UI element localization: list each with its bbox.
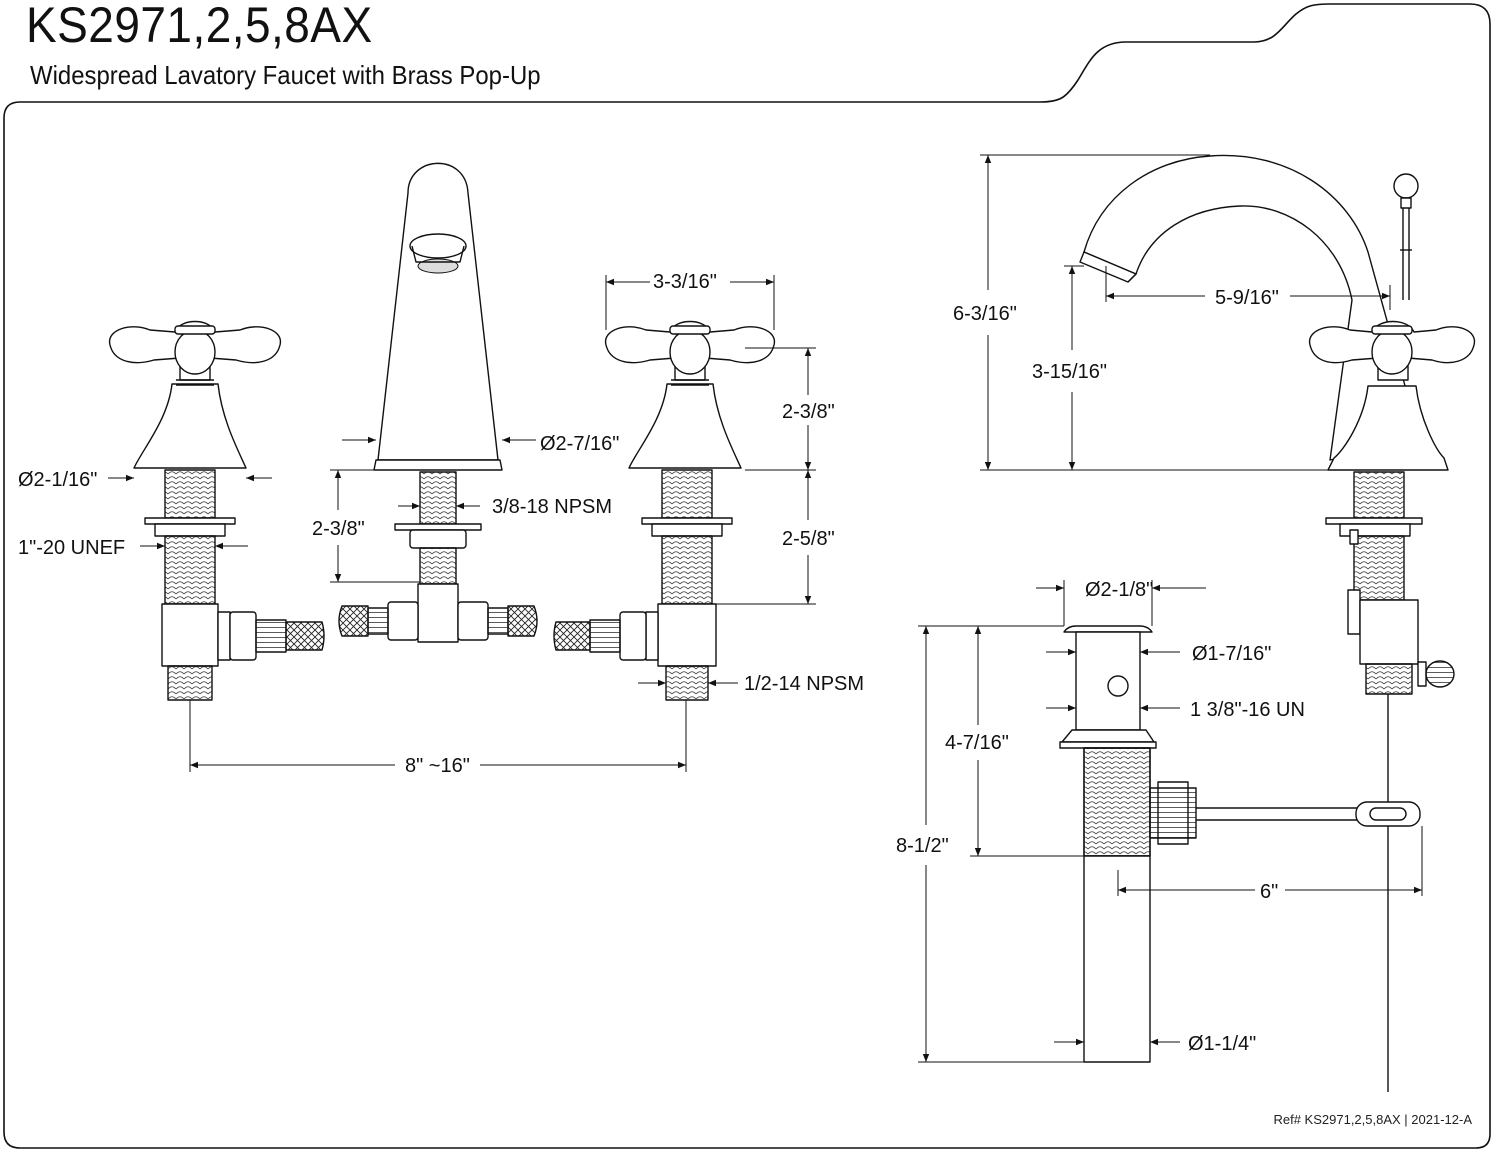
dim-flange-dia: Ø2-1/8" bbox=[1085, 579, 1153, 601]
dim-spout-clearance: 3-15/16" bbox=[1032, 361, 1107, 383]
left-shank-lower bbox=[164, 535, 216, 605]
sheet-border bbox=[3, 3, 1491, 1149]
left-nut bbox=[144, 517, 236, 525]
lift-rod bbox=[1393, 173, 1419, 300]
dim-spout-reach: 5-9/16" bbox=[1215, 287, 1279, 309]
dim-shank-length: 2-5/8" bbox=[782, 528, 835, 550]
left-cross-handle bbox=[109, 320, 281, 469]
left-shank-upper bbox=[164, 469, 216, 519]
dim-overall-height: 6-3/16" bbox=[953, 303, 1017, 325]
right-valve-body bbox=[657, 603, 717, 667]
dim-spread: 8" ~16" bbox=[405, 755, 470, 777]
dim-handle-height: 2-3/8" bbox=[782, 401, 835, 423]
dim-tail-dia: Ø1-1/4" bbox=[1188, 1033, 1256, 1055]
dim-drain-thread: 1 3/8"-16 UN bbox=[1190, 699, 1305, 721]
dim-handle-thread: 1"-20 UNEF bbox=[18, 537, 125, 559]
side-valve-body bbox=[1359, 599, 1419, 665]
dim-spout-shank-length: 2-3/8" bbox=[312, 518, 365, 540]
pop-up-drain bbox=[1059, 625, 1421, 1063]
spout-tee bbox=[417, 583, 459, 643]
reference-code: Ref# KS2971,2,5,8AX | 2021-12-A bbox=[1273, 1112, 1472, 1127]
model-title: KS2971,2,5,8AX bbox=[26, 0, 373, 53]
side-handle bbox=[1309, 320, 1476, 471]
product-description: Widespread Lavatory Faucet with Brass Po… bbox=[30, 60, 541, 90]
dim-handle-base-dia: Ø2-1/16" bbox=[18, 469, 97, 491]
dim-total-length: 8-1/2" bbox=[896, 835, 949, 857]
front-spout bbox=[373, 162, 503, 471]
dim-spout-thread: 3/8-18 NPSM bbox=[492, 496, 612, 518]
left-valve-body bbox=[161, 603, 219, 667]
dim-inlet-thread: 1/2-14 NPSM bbox=[744, 673, 864, 695]
dim-upper-length: 4-7/16" bbox=[945, 732, 1009, 754]
dim-handle-width: 3-3/16" bbox=[653, 271, 717, 293]
spout-shank bbox=[419, 471, 457, 525]
dim-spout-base-dia: Ø2-7/16" bbox=[540, 433, 619, 455]
dim-body-dia: Ø1-7/16" bbox=[1192, 643, 1271, 665]
dim-rod-length: 6" bbox=[1260, 881, 1278, 903]
right-cross-handle bbox=[605, 320, 775, 469]
